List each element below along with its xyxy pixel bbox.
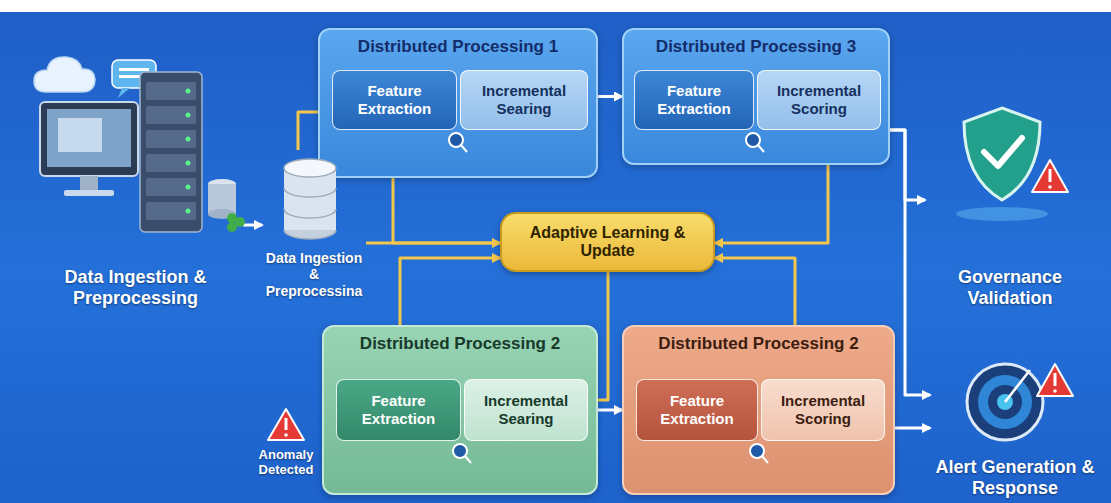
process-box: Incremental Searing [464, 379, 588, 441]
node-text: Adaptive Learning & Update [512, 224, 703, 260]
connector [598, 272, 608, 400]
process-box: Incremental Scoring [757, 70, 881, 130]
anomaly-node: Anomaly Detected [254, 408, 318, 478]
node-text: Distributed Processing 1 [320, 30, 596, 57]
node-text: Governance Validation [925, 267, 1095, 310]
processing-panel: Distributed Processing 1 Feature Extracti… [318, 28, 598, 178]
connector [890, 130, 925, 200]
node-text: Distributed Processing 2 [324, 327, 596, 354]
process-box: Feature Extraction [332, 70, 457, 130]
data-source-art [34, 57, 245, 232]
target-icon [967, 364, 1073, 440]
node-text: Feature Extraction [643, 392, 751, 428]
process-box: Incremental Scoring [761, 379, 885, 441]
process-box: Feature Extraction [634, 70, 754, 130]
connector [715, 258, 795, 325]
node-text: Feature Extraction [641, 82, 747, 118]
processing-panel: Distributed Processing 3 Feature Extracti… [622, 28, 890, 165]
processing-panel: Distributed Processing 2 Feature Extracti… [622, 325, 895, 495]
top-band [0, 0, 1111, 12]
node-text: Data Ingestion & Preprocessing [28, 267, 243, 310]
processing-panel: Distributed Processing 2 Feature Extracti… [322, 325, 598, 495]
node-text: Distributed Processing 2 [624, 327, 893, 354]
node-text: Incremental Searing [467, 82, 581, 118]
database-cylinder [284, 159, 336, 239]
connector [895, 427, 930, 430]
node-text: Anomaly Detected [254, 447, 318, 478]
process-box: Incremental Searing [460, 70, 588, 130]
source-node: Data Ingestion & Preprocessing [28, 55, 243, 310]
magnifier-icon [449, 133, 768, 463]
node-text: Feature Extraction [339, 82, 450, 118]
warning-icon [268, 409, 304, 440]
connector [598, 95, 622, 98]
node-text: Incremental Scoring [768, 392, 878, 428]
shield-icon [956, 108, 1068, 221]
connector [393, 178, 500, 243]
connector [715, 165, 828, 243]
node-text: Alert Generation & Response [930, 457, 1100, 500]
connector [598, 409, 622, 412]
connector [400, 258, 500, 325]
connector [243, 224, 262, 227]
node-text: Data Ingestion & Preprocessina [262, 250, 366, 300]
process-box: Feature Extraction [636, 379, 758, 441]
connector [890, 130, 930, 395]
process-box: Feature Extraction [336, 379, 461, 441]
node-text: Distributed Processing 3 [624, 30, 888, 57]
node-text: Incremental Searing [471, 392, 581, 428]
node-text: Incremental Scoring [764, 82, 874, 118]
governance-node: Governance Validation [925, 100, 1095, 310]
learning-box: Adaptive Learning & Update [500, 212, 715, 272]
alert-node: Alert Generation & Response [930, 350, 1100, 500]
node-text: Feature Extraction [343, 392, 454, 428]
